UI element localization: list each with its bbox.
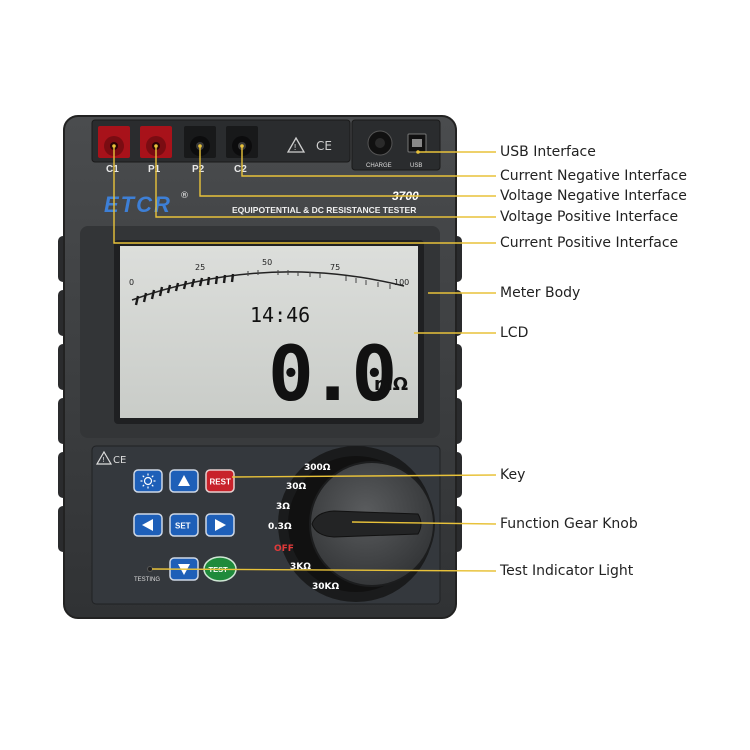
- lcd-unit: mΩ: [374, 374, 408, 395]
- callout-meter-body: Meter Body: [500, 285, 581, 301]
- terminal-label-p2: P2: [192, 164, 205, 175]
- lcd-analog-arc: [131, 271, 405, 301]
- left-button[interactable]: [133, 513, 163, 537]
- triangle-left-icon: [142, 519, 153, 531]
- brand-registered-mark: ®: [180, 191, 189, 201]
- lcd-scale-labels: 0 25 50 75 100: [129, 258, 409, 287]
- lcd-scale-tick-75: 75: [330, 263, 340, 272]
- lcd-scale-tick-50: 50: [262, 258, 272, 267]
- svg-text:!: !: [102, 456, 105, 464]
- terminal-label-c2: C2: [234, 164, 247, 175]
- range-300-ohm: 300Ω: [304, 463, 331, 473]
- callout-leader-dots: [112, 144, 420, 154]
- range-off: OFF: [274, 544, 294, 554]
- warning-icon-lower: !: [95, 450, 113, 465]
- terminal-label-c1: C1: [106, 164, 119, 175]
- right-button[interactable]: [205, 513, 235, 537]
- ce-mark-top: CE: [316, 139, 332, 153]
- knob-range-labels: 300Ω 30Ω 3Ω 0.3Ω OFF 3KΩ 30KΩ: [268, 463, 339, 592]
- callout-usb-interface: USB Interface: [500, 144, 596, 160]
- triangle-right-icon: [215, 519, 226, 531]
- callout-key: Key: [500, 467, 526, 483]
- lcd-scale-minor: [247, 270, 391, 289]
- rest-button[interactable]: REST: [205, 469, 235, 493]
- test-indicator-light: [147, 566, 153, 572]
- range-3k-ohm: 3KΩ: [290, 562, 311, 572]
- terminal-labels: C1 P1 P2 C2: [106, 164, 247, 175]
- usb-label: USB: [410, 163, 422, 169]
- brand-logo: ETCR: [104, 192, 172, 217]
- callout-leaders: [113, 146, 497, 572]
- set-button[interactable]: SET: [169, 513, 199, 537]
- range-30k-ohm: 30KΩ: [312, 582, 339, 592]
- callout-current-positive-interface: Current Positive Interface: [500, 235, 679, 251]
- lcd-analog-bar: [134, 273, 235, 306]
- charge-port[interactable]: [367, 130, 393, 156]
- lcd-scale-tick-0: 0: [129, 278, 134, 287]
- callout-lcd: LCD: [500, 325, 529, 341]
- lcd-scale-tick-100: 100: [394, 278, 409, 287]
- range-30-ohm: 30Ω: [286, 482, 307, 492]
- knob-pointer-grip: [311, 510, 422, 538]
- warning-icon: !: [286, 136, 306, 153]
- range-0-3-ohm: 0.3Ω: [268, 522, 292, 532]
- set-button-label: SET: [175, 522, 191, 531]
- backlight-button[interactable]: [133, 469, 163, 493]
- up-button[interactable]: [169, 469, 199, 493]
- model-subtitle: EQUIPOTENTIAL & DC RESISTANCE TESTER: [232, 205, 416, 215]
- callout-voltage-positive-interface: Voltage Positive Interface: [500, 209, 679, 225]
- usb-port[interactable]: [407, 133, 427, 153]
- sun-icon: [140, 473, 156, 489]
- rest-button-label: REST: [210, 478, 231, 487]
- callout-current-negative-interface: Current Negative Interface: [500, 168, 687, 184]
- callout-test-indicator-light: Test Indicator Light: [500, 563, 634, 579]
- range-3-ohm: 3Ω: [276, 502, 290, 512]
- terminal-panel: [91, 119, 351, 163]
- testing-label: TESTING: [134, 577, 160, 583]
- lcd-reading: 0.0: [268, 329, 394, 418]
- lcd-screen: [120, 246, 418, 418]
- callout-voltage-negative-interface: Voltage Negative Interface: [500, 188, 687, 204]
- callout-function-gear-knob: Function Gear Knob: [500, 516, 638, 532]
- svg-text:!: !: [294, 143, 297, 152]
- ce-mark-lower: CE: [113, 455, 126, 466]
- terminal-label-p1: P1: [148, 164, 161, 175]
- charge-label: CHARGE: [366, 163, 392, 169]
- lcd-scale-tick-25: 25: [195, 263, 205, 272]
- triangle-up-icon: [178, 475, 190, 486]
- lcd-time: 14:46: [250, 303, 310, 327]
